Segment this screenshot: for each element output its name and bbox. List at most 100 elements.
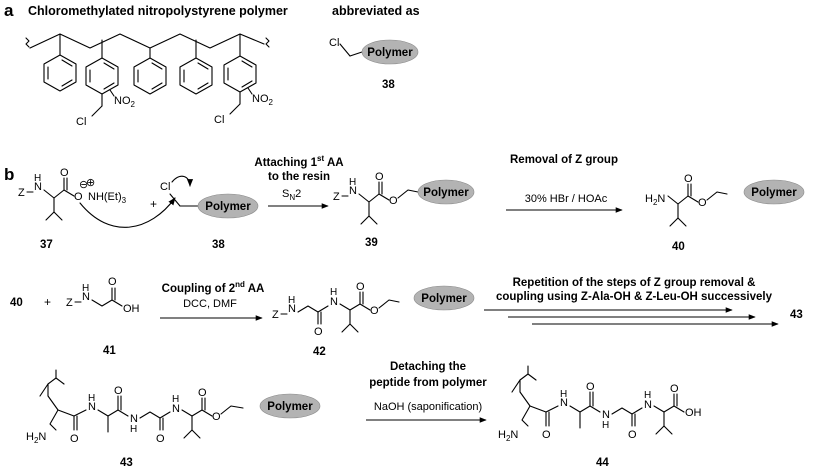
compound-38-structure: Cl Polymer bbox=[160, 175, 259, 219]
svg-text:Polymer: Polymer bbox=[205, 201, 251, 213]
panel-b-label: b bbox=[4, 165, 14, 184]
svg-text:Cl: Cl bbox=[329, 37, 339, 49]
svg-text:Z: Z bbox=[333, 191, 340, 203]
svg-text:H2N: H2N bbox=[498, 429, 518, 443]
svg-text:N: N bbox=[602, 409, 610, 421]
step5-title-line2: peptide from polymer bbox=[369, 377, 487, 389]
nitro-label-2: NO2 bbox=[252, 93, 274, 107]
compound-38-b: 38 bbox=[212, 239, 225, 251]
svg-text:H: H bbox=[34, 173, 41, 184]
svg-text:O: O bbox=[212, 411, 221, 423]
svg-text:O: O bbox=[198, 387, 207, 399]
svg-text:O: O bbox=[356, 281, 365, 293]
step1-title: Attaching 1st AA bbox=[254, 154, 343, 169]
panel-a-label: a bbox=[4, 1, 14, 20]
compound-39: 39 bbox=[365, 237, 378, 249]
chloro-label-1: Cl bbox=[76, 116, 86, 128]
abbrev-text: abbreviated as bbox=[332, 4, 420, 18]
panel-a-title: Chloromethylated nitropolystyrene polyme… bbox=[28, 4, 288, 18]
compound-42: 42 bbox=[313, 346, 326, 358]
compound-37: 37 bbox=[40, 239, 53, 251]
plus-1: + bbox=[150, 197, 157, 211]
svg-text:H: H bbox=[88, 393, 95, 404]
svg-text:N: N bbox=[330, 296, 338, 308]
svg-text:O: O bbox=[586, 381, 595, 393]
step3-title: Coupling of 2nd AA bbox=[162, 280, 265, 295]
svg-text:O: O bbox=[314, 326, 323, 338]
plus-2: + bbox=[44, 295, 51, 309]
svg-text:O: O bbox=[670, 383, 679, 395]
nitrophenyl-ring-1 bbox=[85, 57, 119, 117]
step1-title-line2: to the resin bbox=[268, 171, 330, 183]
svg-text:H: H bbox=[349, 177, 356, 188]
svg-text:Z: Z bbox=[66, 297, 73, 309]
step2-title: Removal of Z group bbox=[510, 154, 618, 166]
nitrophenyl-ring-2 bbox=[223, 55, 257, 115]
svg-text:Polymer: Polymer bbox=[421, 293, 467, 305]
compound-43-ref: 43 bbox=[790, 309, 803, 321]
svg-text:N: N bbox=[349, 185, 357, 197]
svg-text:H2N: H2N bbox=[26, 431, 46, 445]
svg-text:H: H bbox=[602, 420, 609, 431]
svg-text:O: O bbox=[114, 385, 123, 397]
svg-text:Polymer: Polymer bbox=[751, 187, 797, 199]
svg-text:N: N bbox=[560, 397, 568, 409]
svg-text:N: N bbox=[82, 291, 90, 303]
phenyl-ring-3 bbox=[179, 57, 213, 95]
polymer-abbrev: Cl Polymer bbox=[329, 37, 419, 65]
svg-text:H2N: H2N bbox=[645, 193, 665, 207]
phenyl-ring-1 bbox=[43, 54, 77, 92]
svg-text:N: N bbox=[88, 401, 96, 413]
svg-text:Z: Z bbox=[272, 309, 279, 321]
svg-text:Cl: Cl bbox=[160, 181, 170, 193]
svg-text:N: N bbox=[288, 303, 296, 315]
compound-38-a: 38 bbox=[382, 79, 395, 91]
svg-text:O: O bbox=[156, 433, 165, 445]
svg-text:H: H bbox=[560, 389, 567, 400]
svg-text:H: H bbox=[330, 287, 337, 298]
phenyl-ring-2 bbox=[133, 57, 167, 95]
step4-title-line1: Repetition of the steps of Z group remov… bbox=[513, 277, 756, 289]
step5-condition: NaOH (saponification) bbox=[374, 401, 482, 413]
step2-condition: 30% HBr / HOAc bbox=[525, 193, 608, 205]
svg-text:N: N bbox=[130, 413, 138, 425]
step5-title-line1: Detaching the bbox=[390, 361, 466, 373]
compound-41: 41 bbox=[103, 345, 116, 357]
svg-text:O: O bbox=[108, 276, 117, 288]
svg-text:O: O bbox=[370, 305, 379, 317]
svg-text:O: O bbox=[542, 429, 551, 441]
compound-40-ref: 40 bbox=[10, 297, 23, 309]
svg-text:O: O bbox=[389, 195, 398, 207]
compound-43: 43 bbox=[120, 457, 133, 469]
svg-text:O: O bbox=[375, 171, 384, 183]
svg-text:N: N bbox=[34, 181, 42, 193]
svg-text:H: H bbox=[644, 390, 651, 401]
svg-text:O: O bbox=[74, 191, 83, 203]
step4-title-line2: coupling using Z-Ala-OH & Z-Leu-OH succe… bbox=[496, 291, 773, 303]
svg-text:Polymer: Polymer bbox=[367, 47, 413, 59]
compound-44-structure: H2N O N H O N H O N H O OH bbox=[498, 365, 702, 443]
svg-text:H: H bbox=[82, 283, 89, 294]
svg-text:⊖: ⊖ bbox=[79, 179, 88, 191]
compound-39-structure: Z N H O O Polymer bbox=[333, 171, 475, 225]
svg-text:O: O bbox=[70, 433, 79, 445]
compound-42-structure: Z N H O N H O O Polymer bbox=[272, 281, 475, 338]
svg-text:OH: OH bbox=[685, 407, 702, 419]
step1-condition: SN2 bbox=[282, 188, 301, 202]
compound-43-structure: H2N O N H O N H O N H O O Polymer bbox=[26, 369, 321, 445]
svg-text:O: O bbox=[698, 197, 707, 209]
chloro-label-2: Cl bbox=[214, 114, 224, 126]
compound-41-structure: Z N H O OH bbox=[66, 276, 140, 315]
svg-text:N: N bbox=[172, 403, 180, 415]
svg-text:Polymer: Polymer bbox=[423, 187, 469, 199]
svg-text:H: H bbox=[130, 424, 137, 435]
compound-40-structure: H2N O O Polymer bbox=[645, 173, 805, 227]
compound-40: 40 bbox=[672, 241, 685, 253]
svg-text:H: H bbox=[288, 295, 295, 306]
svg-text:NH(Et)3: NH(Et)3 bbox=[88, 191, 127, 205]
nitro-label-1: NO2 bbox=[114, 95, 136, 109]
svg-text:N: N bbox=[644, 399, 652, 411]
svg-text:O: O bbox=[60, 167, 69, 179]
svg-text:Polymer: Polymer bbox=[267, 401, 313, 413]
